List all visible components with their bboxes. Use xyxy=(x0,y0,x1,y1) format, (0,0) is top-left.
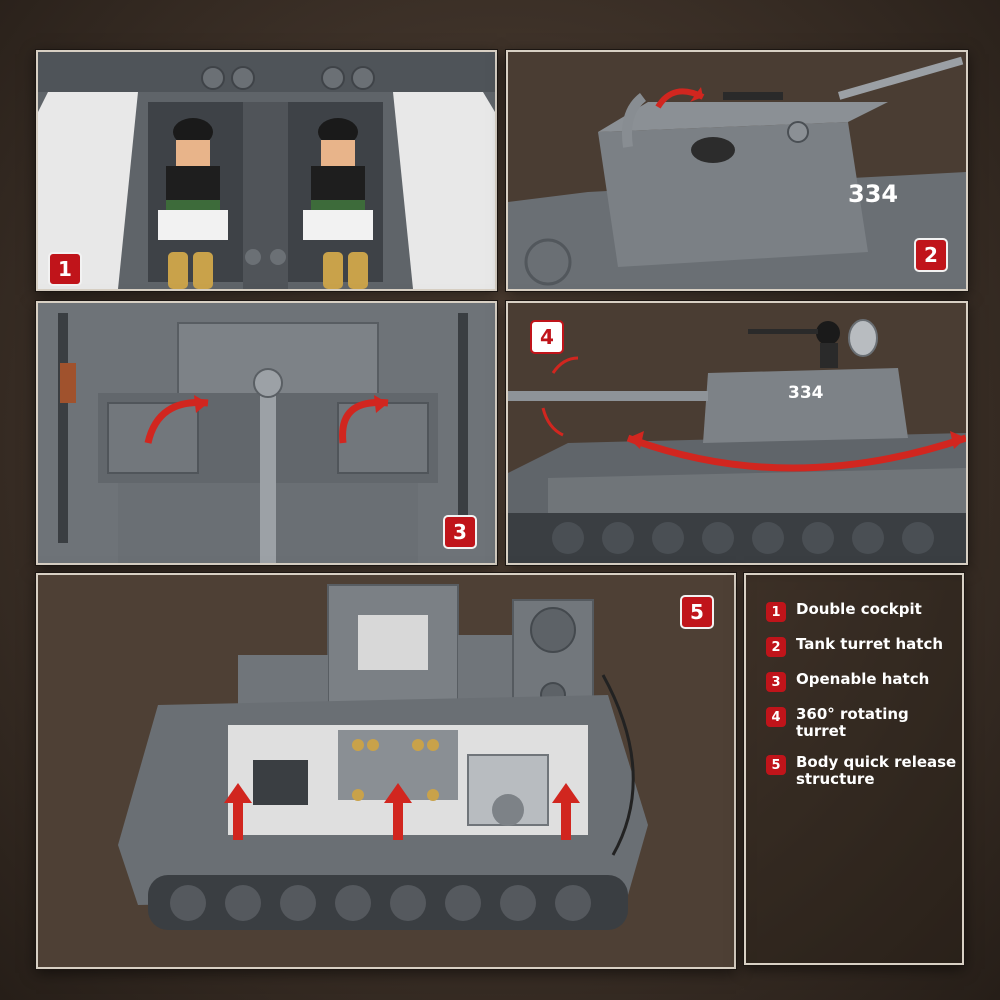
badge-1: 1 xyxy=(48,252,82,286)
legend-text-3: Openable hatch xyxy=(796,670,930,688)
panel-rotating-turret: 334 4 xyxy=(506,301,968,565)
legend-num-2: 2 xyxy=(766,637,786,657)
legend-num-5: 5 xyxy=(766,755,786,775)
legend-list: 1 Double cockpit 2 Tank turret hatch 3 O… xyxy=(766,601,962,802)
legend-num-1: 1 xyxy=(766,602,786,622)
feature-legend: 1 Double cockpit 2 Tank turret hatch 3 O… xyxy=(744,573,964,965)
legend-text-4: 360° rotating turret xyxy=(796,705,909,740)
legend-item-rotating-turret: 4 360° rotating turret xyxy=(766,706,962,740)
legend-num-3: 3 xyxy=(766,672,786,692)
panel-turret-hatch: 334 2 xyxy=(506,50,968,291)
turret-hatch-illustration: 334 xyxy=(508,52,966,289)
cockpit-illustration xyxy=(38,52,495,289)
badge-3: 3 xyxy=(443,515,477,549)
badge-4: 4 xyxy=(530,320,564,354)
legend-item-turret-hatch: 2 Tank turret hatch xyxy=(766,636,962,657)
badge-2: 2 xyxy=(914,238,948,272)
panel-double-cockpit: 1 xyxy=(36,50,497,291)
legend-text-5: Body quick release structure xyxy=(796,753,957,788)
turret-number-4: 334 xyxy=(788,383,824,403)
legend-text-2: Tank turret hatch xyxy=(796,635,944,653)
panel-openable-hatch: 3 xyxy=(36,301,497,565)
panel-quick-release: 5 xyxy=(36,573,736,969)
legend-num-4: 4 xyxy=(766,707,786,727)
badge-5: 5 xyxy=(680,595,714,629)
openable-hatch-illustration xyxy=(38,303,495,563)
rotating-turret-illustration: 334 xyxy=(508,303,966,563)
turret-number-2: 334 xyxy=(848,180,898,208)
legend-text-1: Double cockpit xyxy=(796,600,922,618)
legend-item-double-cockpit: 1 Double cockpit xyxy=(766,601,962,622)
legend-item-openable-hatch: 3 Openable hatch xyxy=(766,671,962,692)
legend-item-quick-release: 5 Body quick release structure xyxy=(766,754,962,788)
quick-release-illustration xyxy=(38,575,734,967)
